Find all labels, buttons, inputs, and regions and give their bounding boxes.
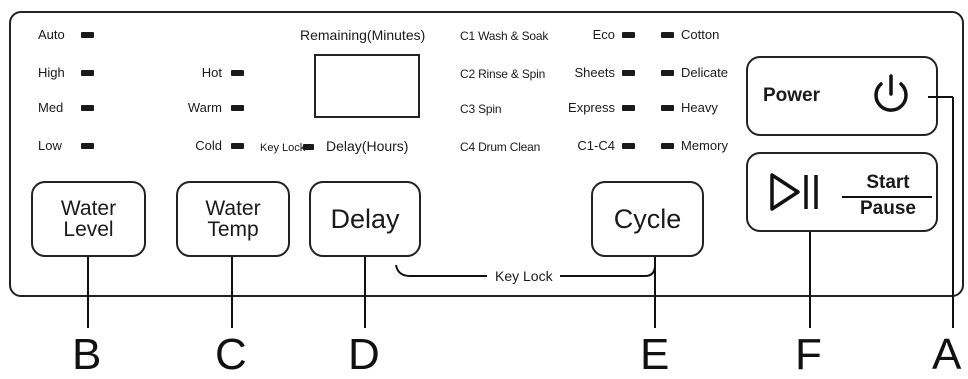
callout-a: A	[932, 330, 962, 379]
cycle-label-c1-c4: C1-C4	[577, 138, 615, 153]
led-memory	[661, 143, 674, 149]
water-temp-button-label-line2: Temp	[207, 218, 259, 241]
led-express	[622, 105, 635, 111]
led-c1-c4	[622, 143, 635, 149]
led-med	[81, 105, 94, 111]
delay-button[interactable]: Delay	[309, 181, 421, 257]
play-pause-icon	[768, 171, 826, 218]
cycle-label-c2: C2 Rinse & Spin	[460, 67, 546, 81]
pause-label: Pause	[860, 198, 916, 219]
led-sheets	[622, 70, 635, 76]
indicator-label-cold: Cold	[195, 138, 222, 153]
led-auto	[81, 32, 94, 38]
cycle-label-heavy: Heavy	[681, 100, 718, 115]
cycle-label-eco: Eco	[592, 27, 615, 42]
callout-b: B	[72, 330, 102, 379]
led-warm	[231, 105, 244, 111]
callout-c: C	[215, 330, 247, 379]
power-button[interactable]: Power	[746, 56, 938, 136]
water-level-button[interactable]: Water Level	[31, 181, 146, 257]
led-eco	[622, 32, 635, 38]
start-label: Start	[866, 172, 910, 193]
water-temp-button-label-line1: Water	[205, 197, 261, 220]
led-high	[81, 70, 94, 76]
power-button-label: Power	[763, 85, 821, 106]
cycle-label-delicate: Delicate	[681, 65, 728, 80]
control-panel	[9, 11, 964, 297]
cycle-label-express: Express	[568, 100, 615, 115]
indicator-label-med: Med	[38, 100, 64, 115]
led-cotton	[661, 32, 674, 38]
indicator-label-low: Low	[38, 138, 62, 153]
led-key-lock	[303, 144, 314, 150]
indicator-label-auto: Auto	[38, 27, 65, 42]
cycle-button[interactable]: Cycle	[591, 181, 704, 257]
led-hot	[231, 70, 244, 76]
led-cold	[231, 143, 244, 149]
power-icon	[869, 72, 913, 123]
cycle-label-memory: Memory	[681, 138, 728, 153]
key-lock-indicator-label: Key Lock	[260, 142, 306, 154]
cycle-button-label: Cycle	[613, 203, 682, 234]
callout-d: D	[348, 330, 380, 379]
led-low	[81, 143, 94, 149]
delay-hours-label: Delay(Hours)	[326, 138, 409, 154]
cycle-label-sheets: Sheets	[574, 65, 615, 80]
indicator-label-high: High	[38, 65, 65, 80]
start-pause-divider	[842, 196, 932, 198]
cycle-label-c3: C3 Spin	[460, 102, 502, 116]
key-lock-bracket-label: Key Lock	[492, 268, 556, 284]
callout-e: E	[640, 330, 670, 379]
water-temp-button[interactable]: Water Temp	[176, 181, 290, 257]
water-level-button-label-line2: Level	[63, 218, 114, 241]
cycle-label-c1: C1 Wash & Soak	[460, 29, 549, 43]
indicator-label-hot: Hot	[201, 65, 222, 80]
delay-button-label: Delay	[330, 203, 400, 234]
remaining-minutes-label: Remaining(Minutes)	[300, 27, 426, 43]
start-pause-button[interactable]: Start Pause	[746, 152, 938, 232]
led-heavy	[661, 105, 674, 111]
time-display	[314, 54, 420, 118]
cycle-label-c4: C4 Drum Clean	[460, 140, 541, 154]
led-delicate	[661, 70, 674, 76]
cycle-label-cotton: Cotton	[681, 27, 720, 42]
water-level-button-label-line1: Water	[60, 197, 117, 220]
indicator-label-warm: Warm	[187, 100, 222, 115]
callout-f: F	[795, 330, 822, 379]
